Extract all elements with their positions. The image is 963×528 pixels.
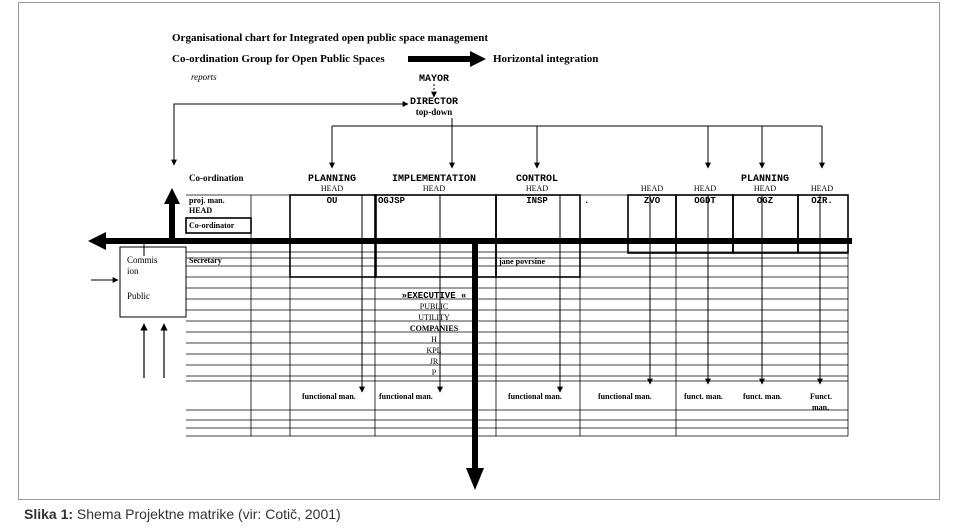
ou-label: OU — [327, 196, 338, 206]
h-label: H — [431, 335, 437, 344]
upward-arrowhead — [164, 188, 180, 204]
chart-title: Organisational chart for Integrated open… — [172, 32, 488, 44]
planning-head-label: HEAD — [321, 184, 343, 193]
horizontal-bar-arrowhead — [88, 232, 106, 250]
zvo-label: ZVO — [644, 196, 661, 206]
planning2-head-label: HEAD — [754, 184, 776, 193]
kpl-label: KPL — [426, 346, 441, 355]
ogz-label: OGZ — [757, 196, 773, 206]
control-label: CONTROL — [516, 174, 558, 185]
coordination-label: Co-ordination — [189, 173, 244, 183]
commision-label-2: ion — [127, 266, 139, 276]
proj-head-label: HEAD — [189, 206, 212, 215]
upward-arrow-shaft — [169, 202, 175, 240]
secretary-label: Secretary — [189, 256, 222, 265]
jr-label: JR — [430, 357, 439, 366]
commision-label-1: Commis — [127, 255, 158, 265]
zvo-head-label: HEAD — [641, 184, 663, 193]
commission-public-box — [119, 246, 187, 318]
jane-povrsine-label: jane povrsine — [498, 257, 545, 266]
utility-label: UTILITY — [418, 313, 450, 322]
planning-box — [289, 194, 377, 278]
fm2-label: functional man. — [379, 392, 433, 401]
coordinator-box — [185, 217, 252, 234]
fm3-label: functional man. — [508, 392, 562, 401]
downward-arrowhead — [466, 468, 484, 490]
horizontal-integration-arrow — [408, 51, 486, 67]
diagram-frame — [18, 2, 940, 500]
ogjsp-label: OGJSP — [378, 196, 406, 206]
ogdt-label: OGDT — [694, 196, 716, 206]
funct3-label-2: man. — [812, 403, 829, 412]
companies-label: COMPANIES — [410, 324, 459, 333]
implementation-head-label: HEAD — [423, 184, 445, 193]
insp-label: INSP — [526, 196, 548, 206]
figure-caption: Slika 1: Shema Projektne matrike (vir: C… — [24, 506, 341, 522]
top-down-label: top-down — [416, 107, 453, 117]
downward-arrow-shaft — [472, 241, 478, 469]
public-label: PUBLIC — [420, 302, 448, 311]
director-label: DIRECTOR — [410, 97, 458, 108]
planning-label: PLANNING — [308, 174, 356, 185]
planning2-label: PLANNING — [741, 174, 789, 185]
executive-label: »EXECUTIVE « — [402, 291, 467, 301]
reports-label: reports — [191, 72, 217, 82]
ozr-box — [797, 194, 849, 254]
horizontal-integration-label: Horizontal integration — [493, 53, 598, 65]
funct1-label: funct. man. — [684, 392, 723, 401]
p-label: P — [432, 368, 437, 377]
ozr-head-label: HEAD — [811, 184, 833, 193]
coordination-group-label: Co-ordination Group for Open Public Spac… — [172, 53, 385, 65]
ogdt-head-label: HEAD — [694, 184, 716, 193]
caption-label: Slika 1: — [24, 506, 74, 522]
dot-label: . — [584, 196, 589, 206]
control-box — [495, 194, 581, 278]
mayor-label: MAYOR — [419, 74, 449, 85]
public-box-label: Public — [127, 291, 150, 301]
proj-man-label: proj. man. — [189, 196, 225, 205]
funct3-label-1: Funct. — [810, 392, 832, 401]
reports-arrow — [173, 101, 409, 165]
funct2-label: funct. man. — [743, 392, 782, 401]
fm4-label: functional man. — [598, 392, 652, 401]
caption-text: Shema Projektne matrike (vir: Cotič, 200… — [76, 506, 341, 522]
fm1-label: functional man. — [302, 392, 356, 401]
coordinator-label: Co-ordinator — [189, 221, 235, 230]
ozr-label: OZR. — [811, 196, 833, 206]
implementation-label: IMPLEMENTATION — [392, 174, 476, 185]
control-head-label: HEAD — [526, 184, 548, 193]
